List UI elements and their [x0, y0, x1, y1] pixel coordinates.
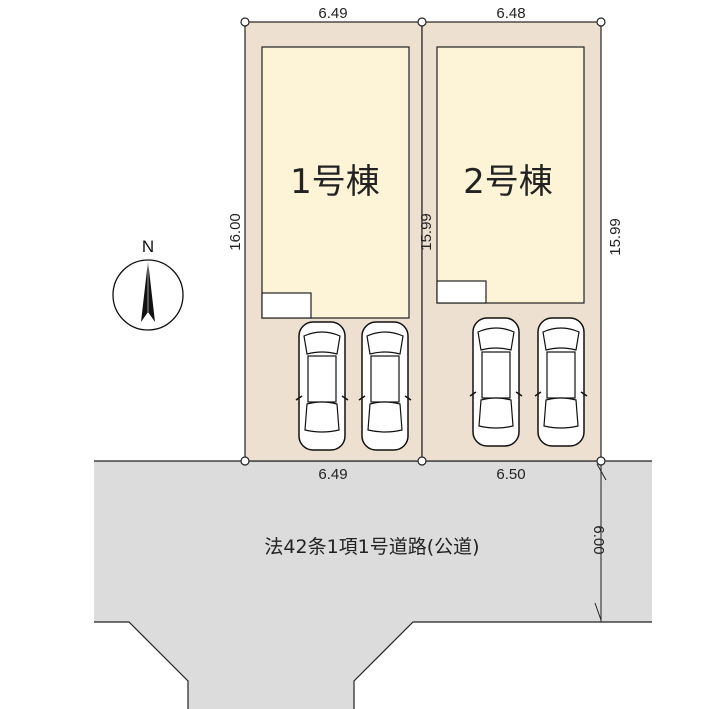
parking-car-icon	[534, 317, 588, 447]
building-1	[261, 46, 410, 319]
lot-2-right-dimension: 15.99	[607, 218, 624, 256]
lot-1-left-dimension: 16.00	[227, 213, 244, 251]
lot-2: 2号棟	[421, 21, 602, 462]
building-2	[436, 46, 585, 304]
road-label: 法42条1項1号道路(公道)	[264, 536, 479, 558]
lot-2-bottom-dimension: 6.50	[496, 466, 525, 483]
north-arrow-icon: N	[112, 237, 184, 331]
lot-1-right-dimension: 15.99	[418, 213, 435, 251]
boundary-markers	[240, 17, 606, 466]
lot-1-bottom-dimension: 6.49	[318, 466, 347, 483]
road: 法42条1項1号道路(公道) 6.00	[94, 460, 652, 709]
parking-car-icon	[469, 317, 523, 447]
road-width-dimension: 6.00	[590, 525, 607, 554]
lot-1: 1号棟	[244, 21, 423, 462]
building-1-label: 1号棟	[290, 162, 380, 202]
parking-car-icon	[358, 321, 412, 451]
lot-1-top-dimension: 6.49	[318, 5, 347, 22]
compass-label: N	[142, 237, 154, 256]
parking-car-icon	[295, 321, 349, 451]
building-2-label: 2号棟	[463, 162, 553, 202]
lot-2-top-dimension: 6.48	[496, 5, 525, 22]
